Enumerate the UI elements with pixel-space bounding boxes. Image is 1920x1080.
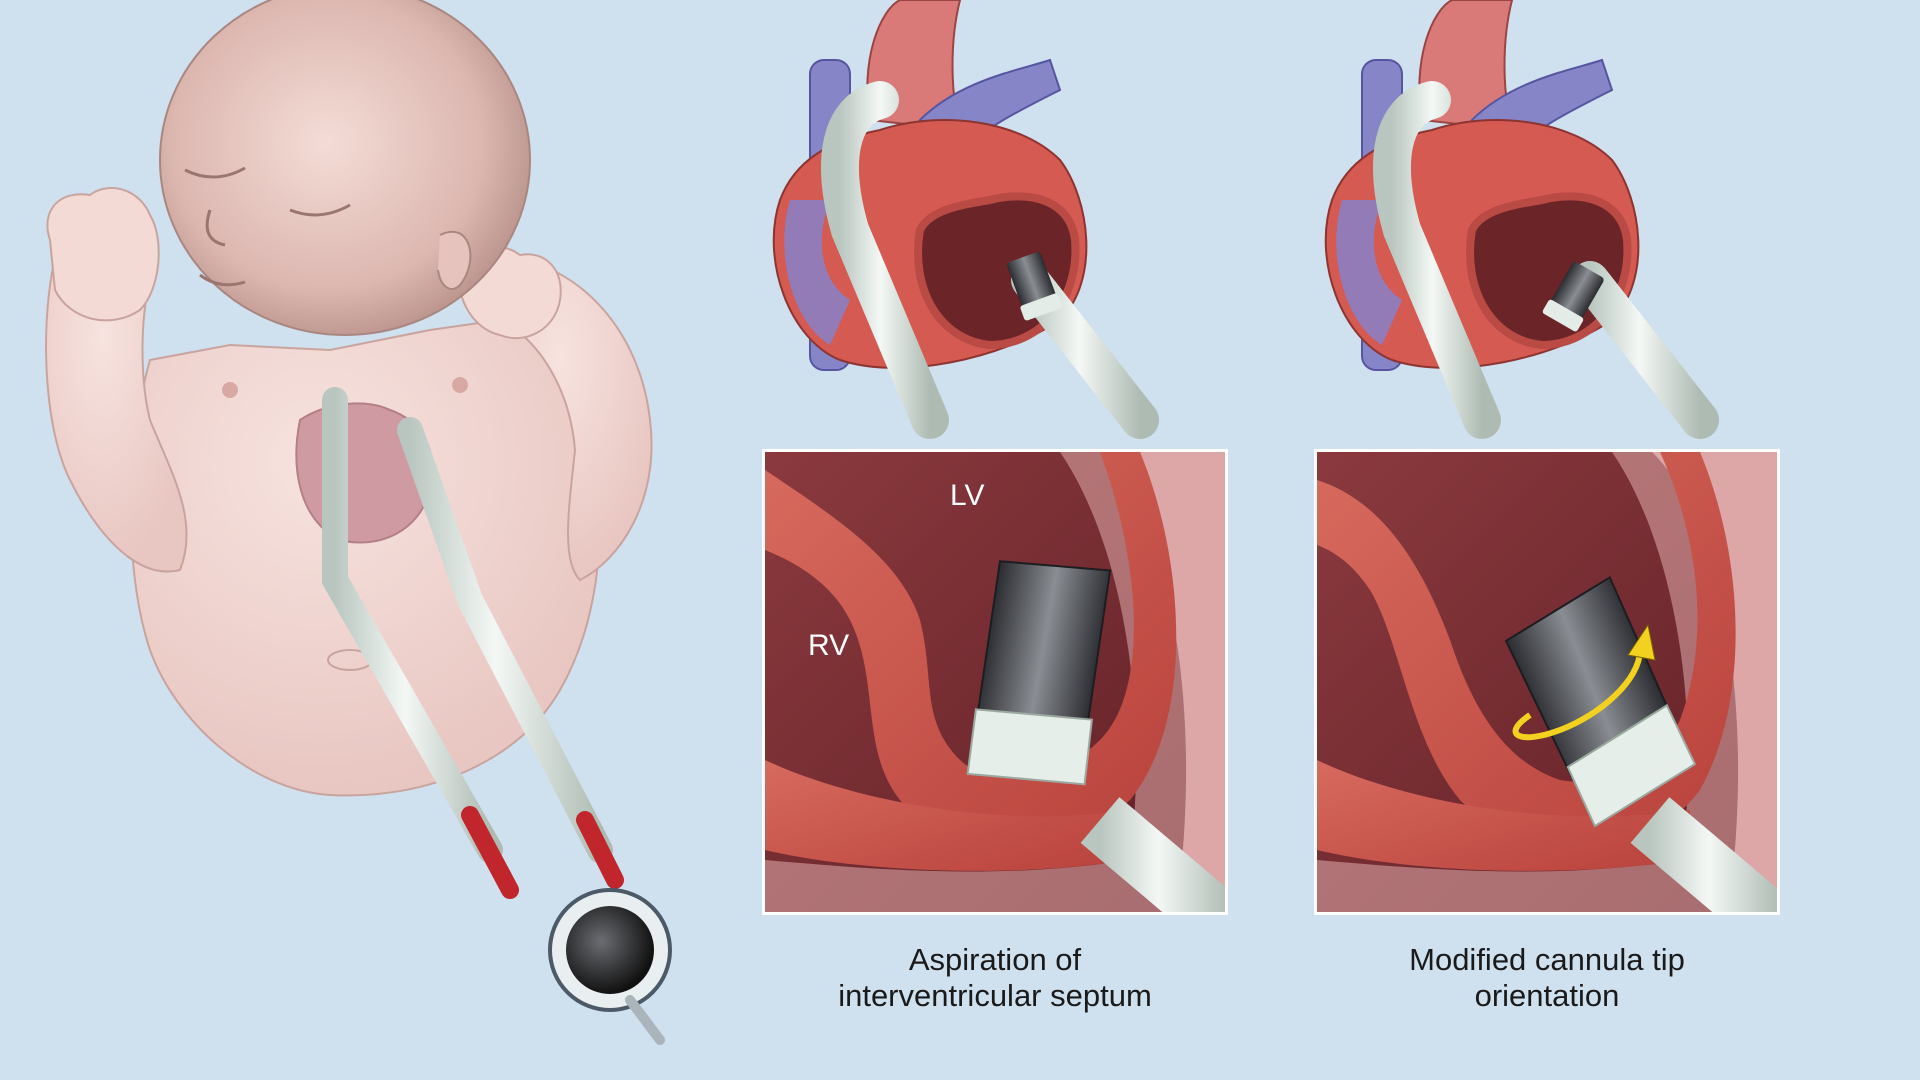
blood-segment-left (461, 806, 519, 899)
infant-eye-left (184, 166, 246, 179)
caption-aspiration-line2: interventricular septum (838, 978, 1152, 1013)
infant-nose (205, 209, 226, 247)
infant-nipple-right (452, 377, 468, 393)
infant-head (159, 0, 531, 336)
cannula-tube-left (322, 387, 503, 863)
infant-left-fist (46, 186, 160, 322)
infant-mouth (199, 273, 246, 287)
label-rv: RV (808, 629, 849, 662)
pump-icon (548, 888, 672, 1045)
infant-left-arm (45, 238, 188, 573)
caption-modified-tip: Modified cannula tip orientation (1287, 942, 1807, 1014)
inset-panel-left: LV RV (762, 449, 1228, 915)
caption-modified-tip-line1: Modified cannula tip (1409, 942, 1685, 977)
blood-segment-right (576, 811, 624, 889)
caption-aspiration: Aspiration of interventricular septum (735, 942, 1255, 1014)
heart-overview-left (772, 0, 1159, 439)
heart-overview-right (1324, 0, 1719, 439)
infant-eye-right (289, 203, 351, 217)
inset-panel-right (1314, 449, 1780, 915)
infant-right-arm (498, 258, 653, 582)
infant-ear (437, 230, 472, 290)
caption-aspiration-line1: Aspiration of (908, 942, 1082, 977)
curved-arrow-icon (1512, 623, 1656, 741)
infant-nipple-left (222, 382, 238, 398)
caption-modified-tip-line2: orientation (1474, 978, 1620, 1013)
label-lv: LV (950, 479, 984, 512)
infant-illustration (45, 0, 672, 1045)
cannula-tube-right (397, 417, 613, 863)
